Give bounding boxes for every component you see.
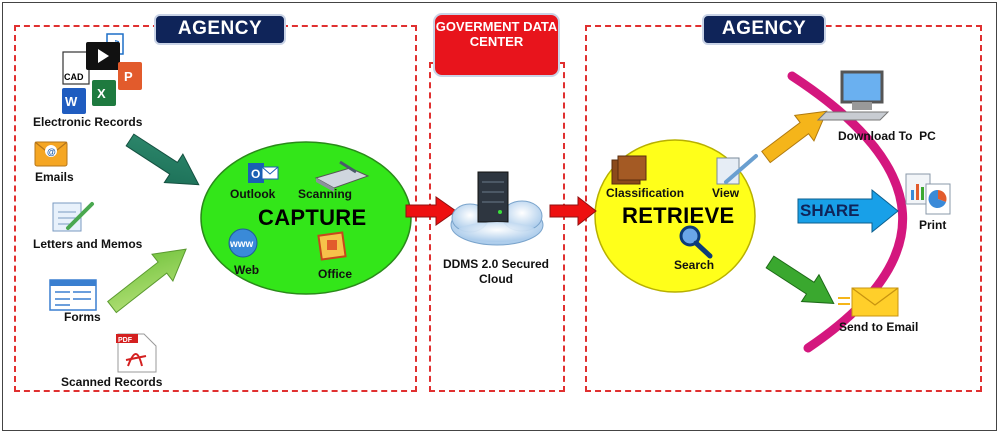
web-globe-icon: www	[228, 228, 258, 258]
email-stack-icon: @	[34, 141, 68, 167]
envelope-icon	[838, 287, 899, 317]
cloud-label: DDMS 2.0 Secured Cloud	[442, 257, 550, 286]
left-agency-title: AGENCY	[177, 18, 263, 39]
lightgreen-arrow	[106, 248, 187, 314]
magnifier-icon	[679, 225, 713, 259]
send-email-label: Send to Email	[839, 320, 919, 334]
orange-arrow	[761, 110, 828, 164]
letter-pen-icon	[52, 202, 94, 232]
red-arrow-2	[549, 195, 597, 227]
view-document-icon	[716, 154, 758, 185]
right-agency-badge: AGENCY	[702, 14, 826, 45]
capture-title: CAPTURE	[258, 205, 367, 230]
web-label: Web	[234, 263, 260, 277]
computer-icon	[816, 70, 890, 121]
green-arrow	[765, 255, 835, 304]
office-icon	[317, 231, 347, 261]
form-icon	[49, 279, 97, 311]
svg-text:PDF: PDF	[118, 337, 133, 344]
svg-text:O: O	[251, 167, 260, 181]
svg-text:P: P	[124, 69, 133, 84]
data-center-badge: GOVERMENT DATA CENTER	[433, 13, 560, 77]
electronic-records-label: Electronic Records	[33, 115, 143, 129]
svg-text:www: www	[229, 239, 254, 250]
svg-text:X: X	[97, 86, 106, 101]
view-label: View	[712, 186, 740, 200]
svg-text:W: W	[65, 94, 78, 109]
scanner-icon	[314, 160, 370, 192]
scanned-records-label: Scanned Records	[61, 375, 163, 389]
cloud-server-icon	[450, 171, 544, 246]
emails-label: Emails	[35, 170, 74, 184]
outlook-icon: O	[248, 163, 279, 183]
forms-label: Forms	[64, 310, 101, 324]
folder-icon	[611, 155, 647, 185]
outlook-label: Outlook	[230, 187, 276, 201]
retrieve-title: RETRIEVE	[622, 203, 735, 228]
electronic-records-icons: ♫ CAD P X W	[62, 33, 142, 114]
search-label: Search	[674, 258, 715, 272]
scanning-label: Scanning	[298, 187, 353, 201]
right-agency-title: AGENCY	[721, 18, 807, 39]
red-arrow-1	[405, 196, 457, 226]
classification-label: Classification	[606, 186, 685, 200]
letters-label: Letters and Memos	[33, 237, 143, 251]
download-label: Download To PC	[838, 129, 936, 143]
office-label: Office	[318, 267, 353, 281]
svg-text:CAD: CAD	[64, 72, 84, 82]
data-center-title: GOVERMENT DATA CENTER	[435, 19, 558, 49]
svg-text:@: @	[47, 147, 56, 157]
report-print-icon	[905, 173, 951, 215]
print-label: Print	[919, 218, 947, 232]
share-arrow	[797, 188, 899, 234]
pdf-icon: PDF	[116, 333, 157, 373]
left-agency-badge: AGENCY	[154, 14, 286, 45]
share-label: SHARE	[800, 201, 860, 220]
teal-arrow	[125, 133, 200, 186]
